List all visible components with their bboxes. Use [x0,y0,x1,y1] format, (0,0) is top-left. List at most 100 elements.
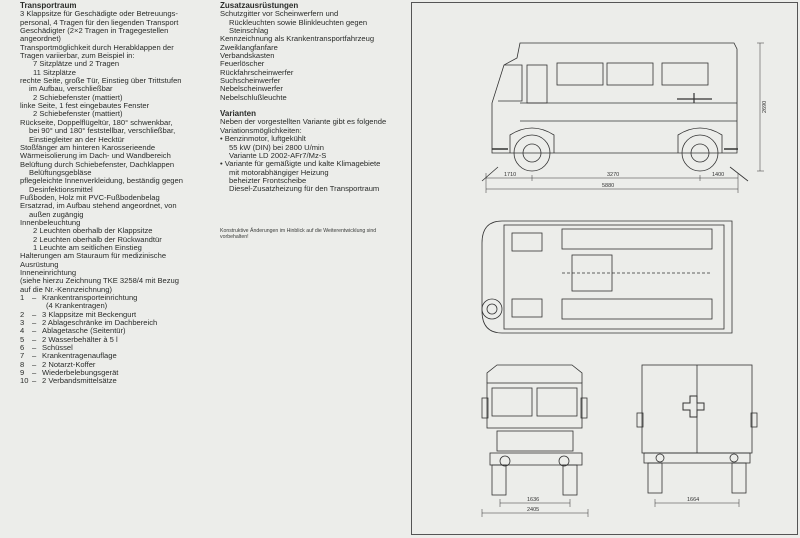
variant-line: 55 kW (DIN) bei 2800 U/min [229,142,324,152]
numbered-item: 10–2 Verbandsmittelsätze [20,376,212,386]
variant-line: beheizter Frontscheibe [229,175,307,185]
dim-track-front: 1636 [527,497,539,503]
left-text-line: Transportmöglichkeit durch Herabklappen … [20,42,174,52]
dim-height: 2690 [762,101,768,113]
left-text-line: Belüftungsgebläse [29,167,92,177]
equipment-line: Feuerlöscher [220,59,265,69]
item-text: Schüssel [42,343,73,353]
equipment-line: Kennzeichnung als Krankentransportfahrze… [220,34,375,44]
left-text-line: 2 Leuchten oberhalb der Klappsitze [33,226,153,236]
item-dash: – [32,359,37,369]
equipment-line: Steinschlag [229,26,269,36]
item-text: Krankentransporteinrichtung [42,293,138,303]
item-dash: – [32,351,37,361]
item-number: 6 [20,343,25,353]
dim-overhang-rear: 1400 [712,172,724,178]
left-text-line: (siehe hierzu Zeichnung TKE 3258/4 mit B… [20,276,179,286]
left-text-line: Geschädigter (2×2 Tragen in Tragegestell… [20,26,169,36]
numbered-item: 8–2 Notarzt-Koffer [20,359,212,369]
numbered-item: 4–Ablagetasche (Seitentür) [20,326,212,336]
equipment-line: Verbandskasten [220,51,275,61]
numbered-item: 6–Schüssel [20,343,212,353]
item-text: (4 Krankentragen) [46,301,108,311]
item-number: 4 [20,326,25,336]
middle-column: Zusatzausrüstungen Schutzgitter vor Sche… [220,1,406,194]
left-text-line: 2 Leuchten oberhalb der Rückwandtür [33,234,162,244]
dim-wheelbase: 3270 [607,172,619,178]
item-number: 8 [20,359,25,369]
technical-drawing-panel: 2690 1710 3270 1400 5880 [411,2,798,535]
item-dash: – [32,309,37,319]
equipment-line: Zweiklangfanfare [220,42,278,52]
left-text-line: 2 Schiebefenster (mattiert) [33,109,123,119]
heading-zusatzausruestungen: Zusatzausrüstungen [220,1,299,10]
item-dash: – [32,334,37,344]
item-text: 2 Verbandsmittelsätze [42,376,117,386]
rear-view [636,364,758,494]
left-text-line: Belüftung durch Schiebefenster, Dachklap… [20,159,175,169]
top-view [481,220,733,334]
left-text-line: personal, 4 Tragen für den liegenden Tra… [20,17,179,27]
equipment-line: Rückfahrscheinwerfer [220,67,294,77]
left-text-line: Stoßfänger am hinteren Karosserieende [20,142,156,152]
item-number: 2 [20,309,25,319]
equipment-line: Nebelscheinwerfer [220,84,283,94]
item-dash: – [32,376,37,386]
dim-width: 2405 [527,507,539,513]
item-text: 3 Klappsitze mit Beckengurt [42,309,137,319]
left-text-line: Desinfektionsmittel [29,184,93,194]
item-number: 7 [20,351,25,361]
variant-line: • Benzinmotor, luftgekühlt [220,134,306,144]
left-text-line: bei 90° und 180° feststellbar, verschlie… [29,126,176,136]
numbered-item: 9–Wiederbelebungsgerät [20,368,212,378]
numbered-item: 7–Krankentragenauflage [20,351,212,361]
front-dimensions [481,499,589,517]
left-text-line: außen zugängig [29,209,84,219]
numbered-item: 2–3 Klappsitze mit Beckengurt [20,309,212,319]
item-dash: – [32,293,37,303]
item-text: Wiederbelebungsgerät [42,368,119,378]
item-dash: – [32,326,37,336]
left-text-line: im Aufbau, verschließbar [29,84,113,94]
left-text-line: Ersatzrad, im Aufbau stehend angeordnet,… [20,201,177,211]
left-text-line: Tragen variierbar, zum Beispiel in: [20,51,135,61]
equipment-line: Schutzgitter vor Scheinwerfern und [220,9,339,19]
side-dimensions [485,42,764,193]
left-text-line: Wärmeisolierung im Dach- und Wandbereich [20,151,171,161]
item-number: 1 [20,293,25,303]
numbered-list: 1–Krankentransporteinrichtung(4 Krankent… [20,293,212,386]
item-dash: – [32,368,37,378]
front-view [481,364,588,496]
equipment-line: Nebelschlußleuchte [220,92,287,102]
left-text-line: Inneneinrichtung [20,268,77,277]
item-text: 2 Notarzt-Koffer [42,359,96,369]
item-text: Krankentragenauflage [42,351,117,361]
item-dash: – [32,318,37,328]
variant-line: Variante LD 2002-AFr7/Mz-S [229,150,327,160]
dim-overhang-front: 1710 [504,172,516,178]
heading-varianten: Varianten [220,109,257,119]
revision-note: Konstruktive Änderungen im Hinblick auf … [220,228,377,240]
left-text-line: 3 Klappsitze für Geschädigte oder Betreu… [20,9,178,19]
variant-line: mit motorabhängiger Heizung [229,167,329,177]
left-text-line: Einstiegleiter an der Hecktür [29,134,125,144]
numbered-item: 5–2 Wasserbehälter à 5 l [20,334,212,344]
left-text-line: 2 Schiebefenster (mattiert) [33,92,123,102]
variant-line: Variationsmöglichkeiten: [220,125,302,135]
dim-length: 5880 [602,183,614,189]
left-text-line: linke Seite, 1 fest eingebautes Fenster [20,101,150,111]
left-column: Transportraum 3 Klappsitze für Geschädig… [20,1,212,386]
item-text: 2 Wasserbehälter à 5 l [42,334,118,344]
left-text-line: pflegeleichte Innenverkleidung, beständi… [20,176,183,186]
variant-line: • Variante für gemäßigte und kalte Klima… [220,159,381,169]
left-text-line: 7 Sitzplätze und 2 Tragen [33,59,120,69]
left-text-line: Fußboden, Holz mit PVC-Fußbodenbelag [20,192,160,202]
left-text-lines: 3 Klappsitze für Geschädigte oder Betreu… [20,9,212,294]
vehicle-drawings: 2690 1710 3270 1400 5880 [481,42,768,517]
item-number: 10 [20,376,29,386]
equipment-line: Rückleuchten sowie Blinkleuchten gegen [229,17,368,27]
item-number: 5 [20,334,25,344]
left-text-line: auf die Nr.-Kennzeichnung) [20,284,113,294]
item-dash: – [32,343,37,353]
